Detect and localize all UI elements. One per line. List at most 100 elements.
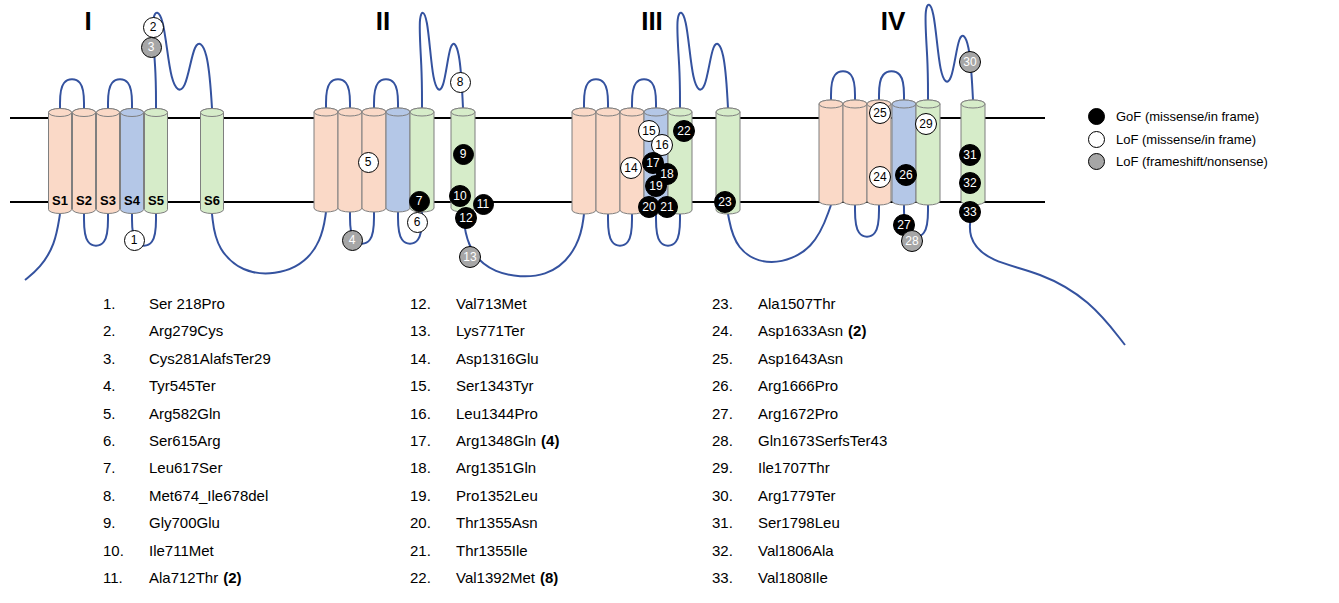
helix-segment: S6 bbox=[200, 108, 224, 214]
variant-name: Arg582Gln bbox=[149, 405, 221, 422]
variant-list-row: 31.Ser1798Leu bbox=[712, 514, 840, 531]
variant-list-row: 24.Asp1633Asn(2) bbox=[712, 322, 866, 339]
helix-cap bbox=[668, 108, 692, 116]
variant-name: Asp1643Asn bbox=[758, 350, 843, 367]
list-number: 29. bbox=[712, 459, 758, 476]
protein-backbone bbox=[212, 212, 326, 273]
variant-list-row: 3.Cys281AlafsTer29 bbox=[103, 350, 271, 367]
variant-list-row: 1.Ser 218Pro bbox=[103, 295, 225, 312]
list-number: 20. bbox=[410, 514, 456, 531]
variant-list-row: 19.Pro1352Leu bbox=[410, 487, 538, 504]
callout-number: 12 bbox=[459, 212, 472, 224]
list-number: 3. bbox=[103, 350, 149, 367]
legend-text: LoF (frameshift/nonsense) bbox=[1116, 154, 1268, 169]
variant-name: Ser615Arg bbox=[149, 432, 221, 449]
callout-number: 23 bbox=[718, 196, 731, 208]
segment-label: S6 bbox=[204, 194, 220, 207]
case-count: (8) bbox=[540, 569, 558, 586]
helix-cylinder bbox=[314, 108, 338, 212]
helix-cap bbox=[121, 109, 144, 117]
list-number: 27. bbox=[712, 405, 758, 422]
variant-list-row: 30.Arg1779Ter bbox=[712, 487, 836, 504]
variant-list-row: 25.Asp1643Asn bbox=[712, 350, 843, 367]
callout-number: 20 bbox=[642, 201, 655, 213]
protein-backbone bbox=[632, 79, 656, 108]
variant-list-row: 9.Gly700Glu bbox=[103, 514, 220, 531]
variant-name: Arg279Cys bbox=[149, 322, 223, 339]
variant-marker: 31 bbox=[959, 144, 981, 166]
case-count: (2) bbox=[223, 569, 241, 586]
domain-label: II bbox=[376, 6, 390, 37]
callout-number: 30 bbox=[963, 56, 976, 68]
list-number: 2. bbox=[103, 322, 149, 339]
variant-name: Leu1344Pro bbox=[456, 405, 538, 422]
legend-text: LoF (missense/in frame) bbox=[1116, 132, 1256, 147]
helix-cylinder bbox=[716, 108, 740, 214]
callout-number: 4 bbox=[349, 234, 356, 246]
variant-name: Val1808Ile bbox=[758, 569, 828, 586]
variant-list-row: 13.Lys771Ter bbox=[410, 322, 525, 339]
callout-number: 13 bbox=[463, 251, 476, 263]
callout-number: 3 bbox=[148, 41, 155, 53]
variant-marker: 10 bbox=[449, 185, 471, 207]
list-number: 23. bbox=[712, 295, 758, 312]
segment-label: S2 bbox=[76, 194, 92, 207]
variant-marker: 24 bbox=[869, 166, 891, 188]
callout-number: 10 bbox=[453, 190, 466, 202]
variant-list-row: 10.Ile711Met bbox=[103, 542, 214, 559]
loop-connector bbox=[84, 214, 108, 246]
helix-segment: S1 bbox=[48, 108, 72, 214]
list-number: 15. bbox=[410, 377, 456, 394]
helix-cylinder bbox=[451, 108, 475, 212]
variant-marker: 12 bbox=[455, 207, 477, 229]
helix-cylinder bbox=[386, 108, 410, 212]
legend-swatch bbox=[1088, 153, 1105, 170]
callout-number: 9 bbox=[460, 148, 467, 160]
variant-list-row: 7.Leu617Ser bbox=[103, 459, 222, 476]
variant-list-row: 26.Arg1666Pro bbox=[712, 377, 838, 394]
helix-cap bbox=[49, 109, 72, 117]
list-number: 26. bbox=[712, 377, 758, 394]
variant-marker: 13 bbox=[459, 246, 481, 268]
variant-list-row: 15.Ser1343Tyr bbox=[410, 377, 534, 394]
protein-backbone bbox=[656, 214, 680, 246]
variant-name: Arg1351Gln bbox=[456, 459, 536, 476]
helix-cap bbox=[451, 108, 475, 116]
variant-name: Leu617Ser bbox=[149, 459, 222, 476]
helix-body bbox=[201, 109, 224, 214]
helix-cap bbox=[97, 109, 120, 117]
protein-backbone bbox=[970, 205, 1125, 345]
helix-cap bbox=[338, 108, 362, 116]
variant-list-row: 8.Met674_Ile678del bbox=[103, 487, 268, 504]
helix-cap bbox=[201, 109, 224, 117]
helix-cylinder bbox=[843, 100, 867, 205]
variant-name: Cys281AlafsTer29 bbox=[149, 350, 271, 367]
list-number: 10. bbox=[103, 542, 149, 559]
callout-number: 27 bbox=[897, 219, 910, 231]
segment-label: S3 bbox=[100, 194, 116, 207]
segment-label: S1 bbox=[52, 194, 68, 207]
variant-name: Asp1633Asn bbox=[758, 322, 843, 339]
variant-name: Ala712Thr bbox=[149, 569, 218, 586]
variant-name: Val713Met bbox=[456, 295, 527, 312]
helix-cylinder bbox=[892, 100, 916, 205]
variant-name: Met674_Ile678del bbox=[149, 487, 268, 504]
helix-segment: S5 bbox=[144, 108, 168, 214]
callout-number: 31 bbox=[963, 149, 976, 161]
helix-cylinder bbox=[916, 100, 940, 205]
helix-body bbox=[121, 109, 144, 214]
list-number: 21. bbox=[410, 542, 456, 559]
variant-list-row: 4.Tyr545Ter bbox=[103, 377, 216, 394]
legend-swatch bbox=[1088, 131, 1105, 148]
variant-marker: 28 bbox=[901, 230, 923, 252]
callout-number: 22 bbox=[677, 125, 690, 137]
variant-name: Val1806Ala bbox=[758, 542, 834, 559]
callout-number: 19 bbox=[649, 180, 662, 192]
variant-marker: 26 bbox=[895, 164, 917, 186]
list-number: 25. bbox=[712, 350, 758, 367]
helix-segment: S2 bbox=[72, 108, 96, 214]
list-number: 14. bbox=[410, 350, 456, 367]
helix-cap bbox=[145, 109, 168, 117]
domain-label: IV bbox=[881, 6, 906, 37]
variant-list-row: 22.Val1392Met(8) bbox=[410, 569, 558, 586]
